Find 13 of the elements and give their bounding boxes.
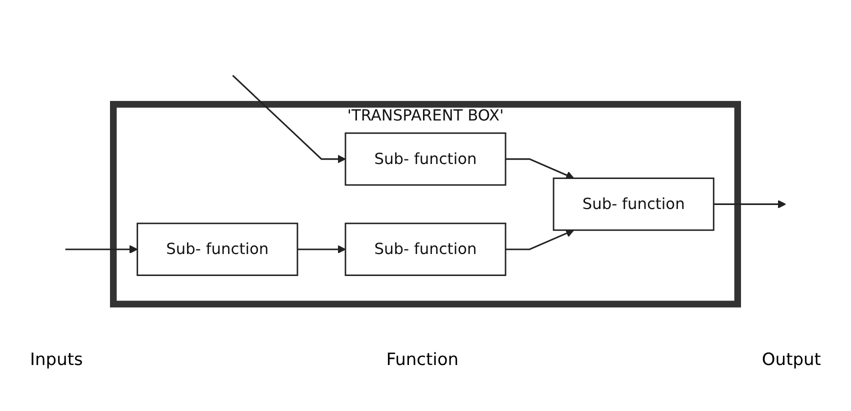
arrow — [714, 200, 786, 208]
arrow — [506, 158, 574, 179]
node-box: Sub- function — [344, 132, 506, 186]
arrow — [506, 228, 574, 250]
arrow — [232, 74, 346, 163]
node-box: Sub- function — [136, 222, 298, 276]
diagram-label: Inputs — [30, 350, 83, 370]
diagram-label: Function — [386, 350, 459, 370]
node-box: Sub- function — [552, 177, 714, 230]
diagram-label: Output — [762, 350, 821, 370]
node-box: Sub- function — [344, 222, 506, 276]
arrow — [297, 244, 346, 254]
arrow — [65, 244, 138, 254]
